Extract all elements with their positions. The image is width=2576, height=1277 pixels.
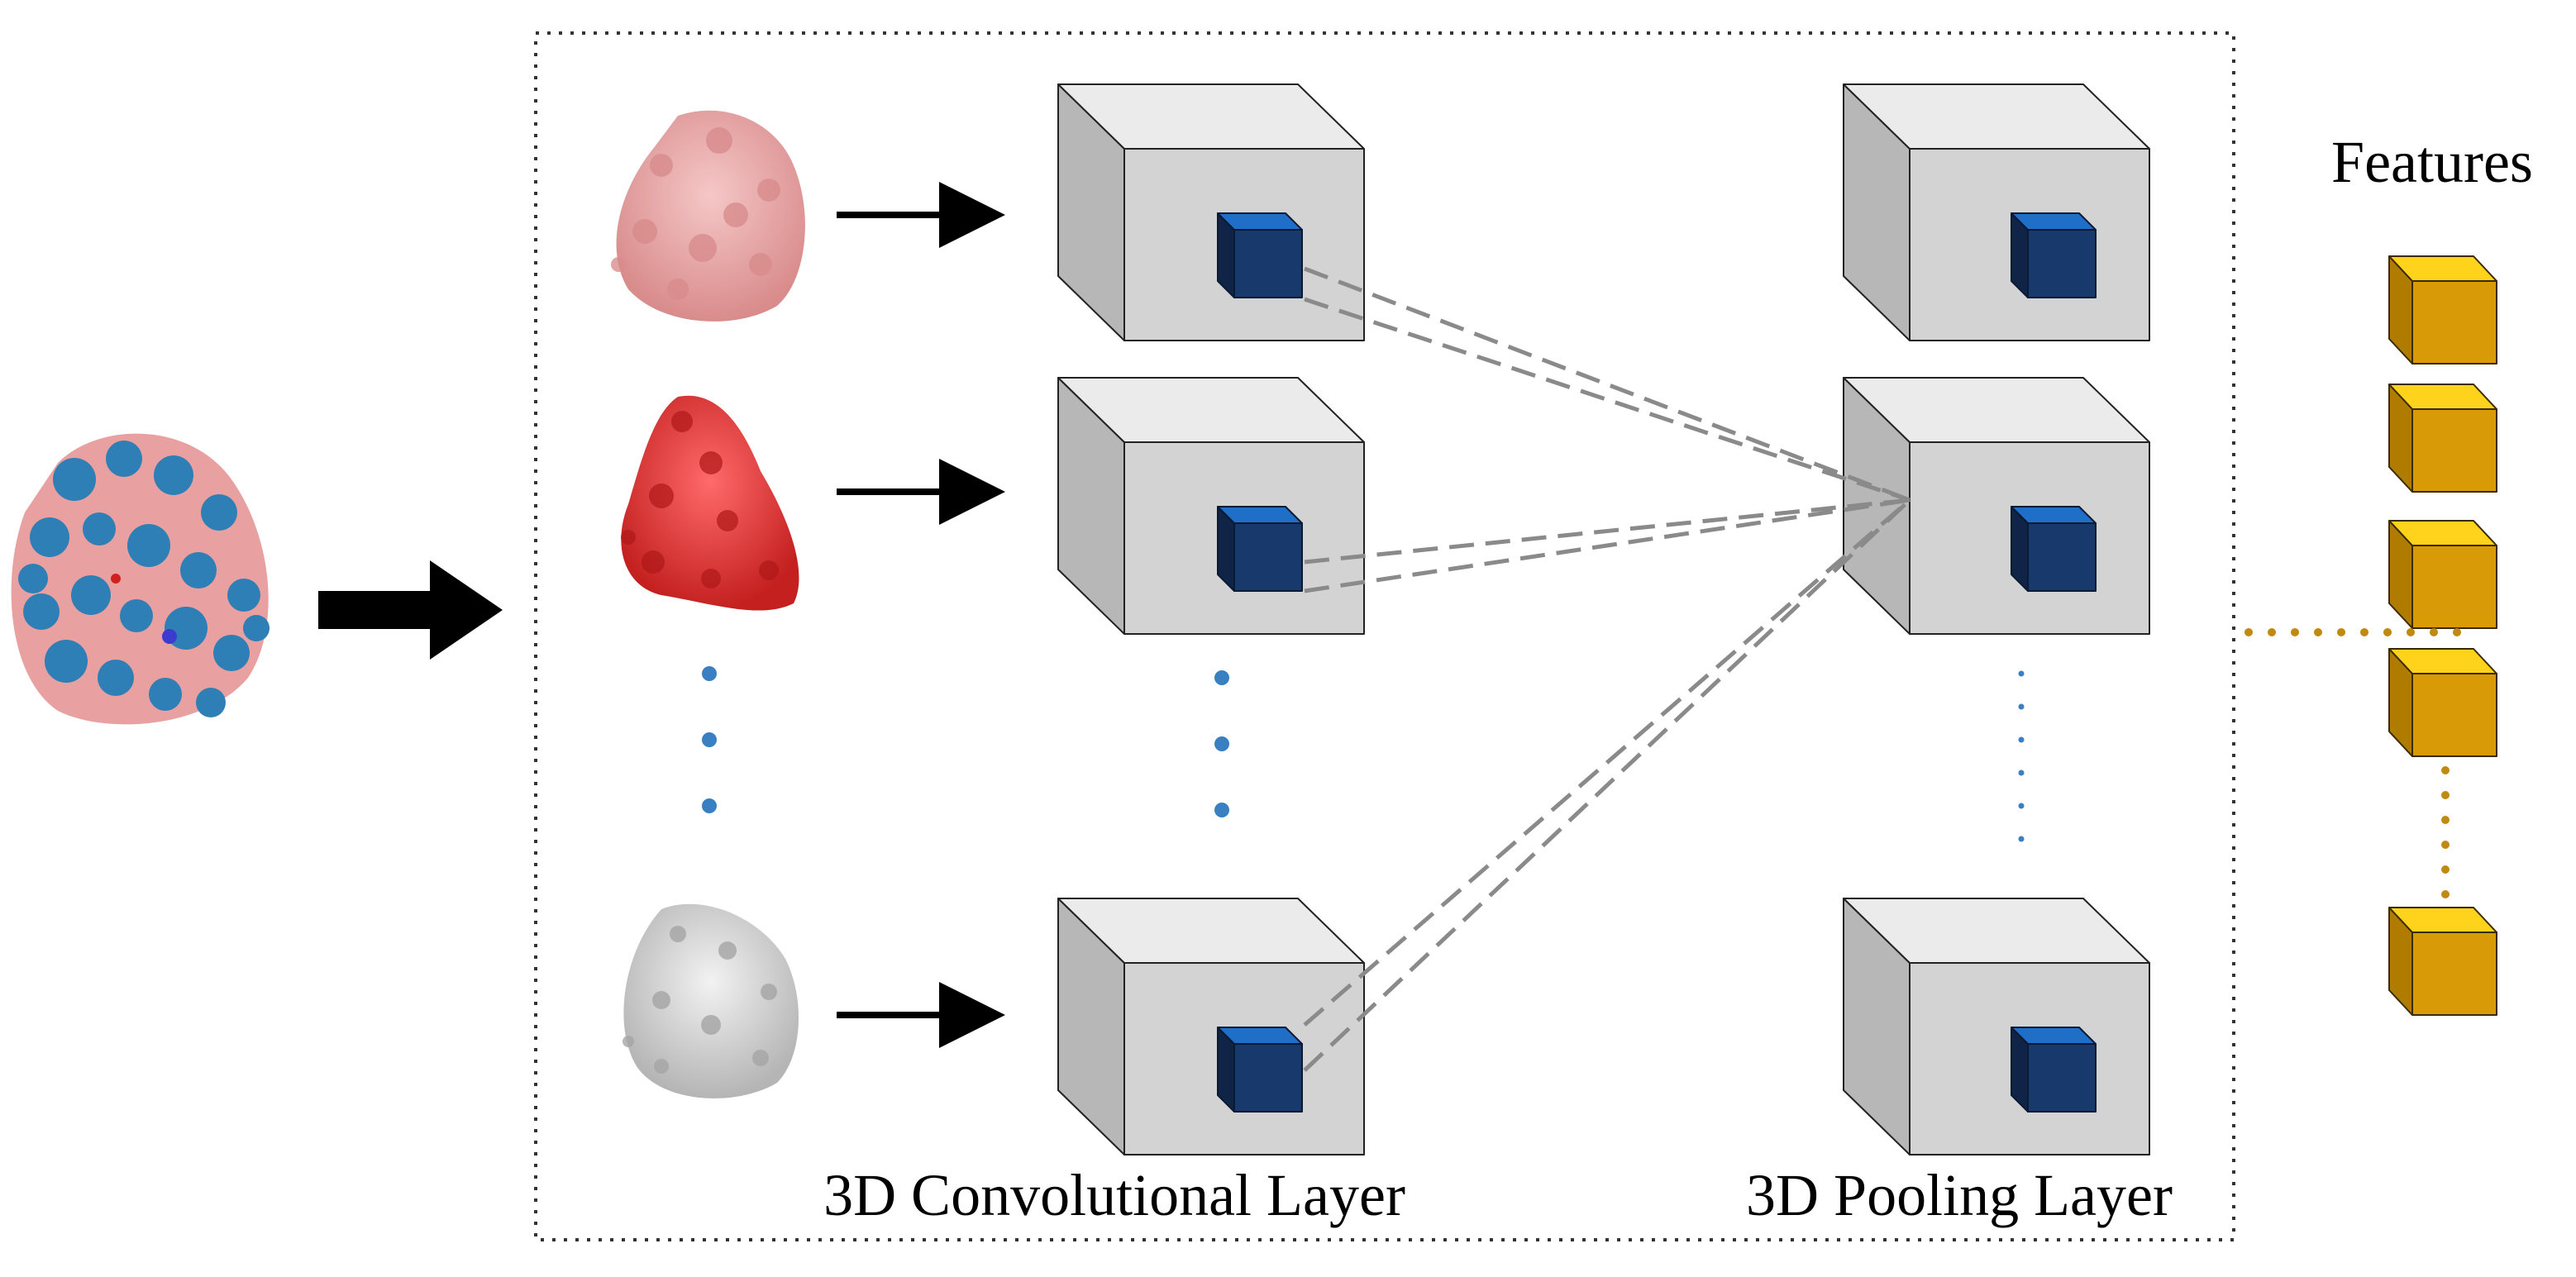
protein-channel-gray [623, 903, 799, 1098]
pool-layer-label: 3D Pooling Layer [1746, 1162, 2173, 1228]
dashed-connections [1303, 266, 1911, 1072]
feature-dotted-connector [2244, 628, 2461, 898]
features-label: Features [2331, 129, 2533, 195]
pool-kernel-3 [2011, 1027, 2097, 1113]
pool-ellipsis [2018, 670, 2025, 842]
conv-kernel-3 [1217, 1027, 1303, 1113]
feature-cube-2 [2388, 384, 2497, 493]
pool-kernel-2 [2011, 506, 2097, 592]
feature-cube-3 [2388, 520, 2497, 629]
pool-cube-2 [1843, 377, 2150, 635]
pool-cube-3 [1843, 898, 2150, 1155]
conv-ellipsis [1214, 670, 1229, 817]
input-protein-image [11, 433, 270, 725]
conv-layer-label: 3D Convolutional Layer [823, 1162, 1405, 1228]
conv-cube-2 [1057, 377, 1365, 635]
feature-cube-4 [2388, 648, 2497, 757]
protein-channel-red [621, 395, 799, 611]
conv-cube-3 [1057, 898, 1365, 1155]
channel-ellipsis [702, 666, 717, 813]
input-arrow [318, 560, 503, 660]
feature-cube-5 [2388, 907, 2497, 1016]
conv-kernel-1 [1217, 212, 1303, 298]
pool-cube-1 [1843, 83, 2150, 341]
conv-kernel-2 [1217, 506, 1303, 592]
feature-cube-1 [2388, 255, 2497, 365]
protein-channel-pink [611, 110, 805, 322]
pool-kernel-1 [2011, 212, 2097, 298]
